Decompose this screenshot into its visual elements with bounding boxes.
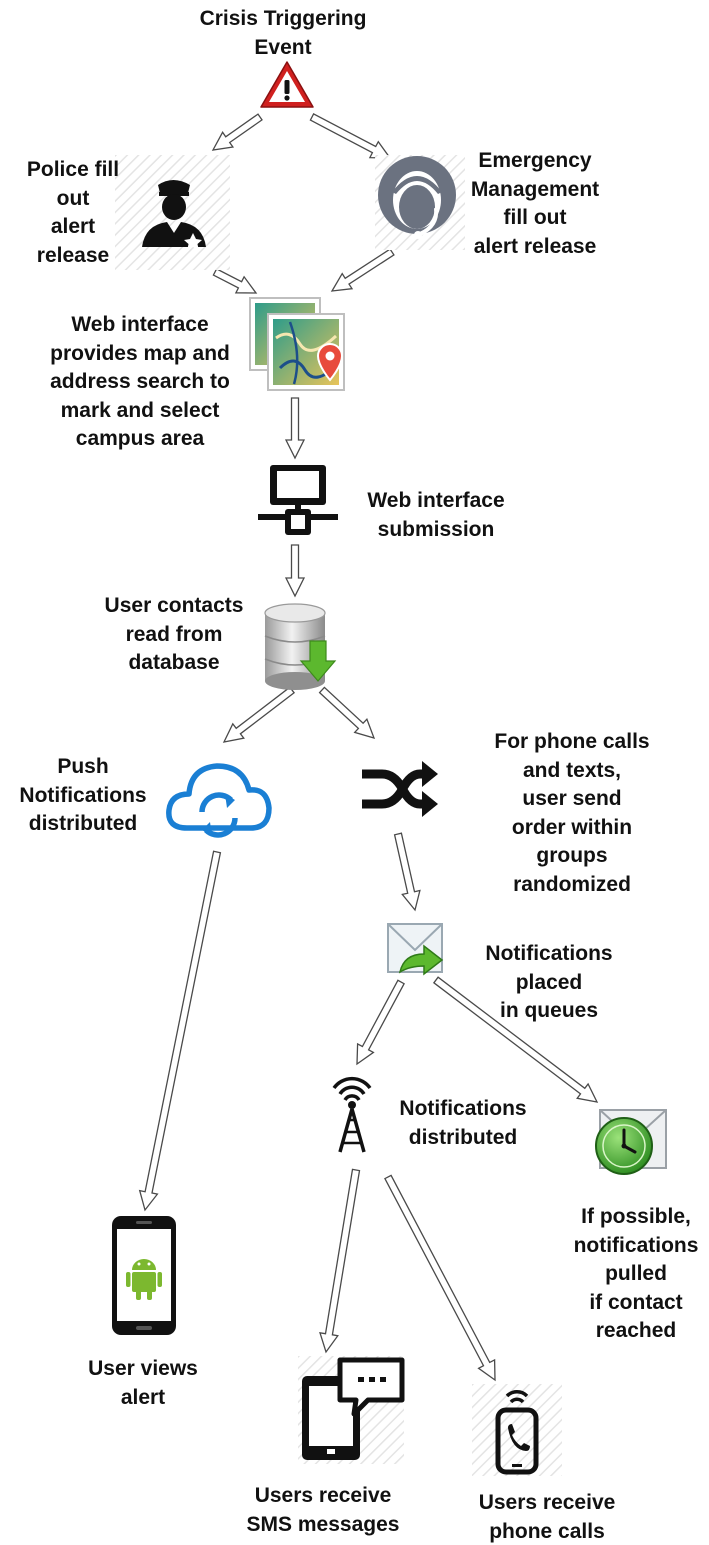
web-map-label: Web interface provides map and address s… xyxy=(50,313,230,450)
arrow-crisis-to-police xyxy=(211,113,263,151)
user-views-label: User views alert xyxy=(88,1357,198,1409)
queues-label: Notifications placed in queues xyxy=(485,942,613,1022)
arrow-web-map-to-submission xyxy=(284,397,306,460)
randomize-label: For phone calls and texts, user send ord… xyxy=(494,730,650,896)
antenna-tower-icon xyxy=(332,1076,372,1153)
emergency-management-label: Emergency Management fill out alert rele… xyxy=(470,149,600,258)
flow-arrows xyxy=(138,113,599,1382)
distributed-label: Notifications distributed xyxy=(399,1097,527,1149)
sms-label: Users receive SMS messages xyxy=(246,1484,400,1536)
phone-call-icon xyxy=(472,1384,562,1476)
pulled-label: If possible, notifications pulled if con… xyxy=(573,1205,699,1342)
arrow-queues-to-distributed xyxy=(356,979,405,1066)
android-phone-icon xyxy=(112,1216,176,1335)
arrow-submission-to-database xyxy=(284,544,306,598)
arrow-distributed-to-phone xyxy=(384,1174,496,1382)
web-submission-label: Web interface submission xyxy=(367,489,505,541)
arrow-queues-to-pulled xyxy=(432,976,599,1103)
push-label: Push Notifications distributed xyxy=(19,755,147,835)
arrow-shuffle-to-queues xyxy=(393,832,421,912)
police-label: Police fill out alert release xyxy=(26,158,120,267)
crisis-event-label: Crisis Triggering Event xyxy=(199,7,367,59)
arrow-crisis-to-emergency xyxy=(309,113,392,159)
shuffle-icon xyxy=(362,761,438,817)
email-clock-icon xyxy=(595,1109,667,1175)
arrow-database-to-push xyxy=(222,686,296,743)
database-download-icon xyxy=(264,603,337,690)
arrow-database-to-shuffle xyxy=(318,686,376,739)
map-pin-icon xyxy=(249,297,345,391)
phone-calls-label: Users receive phone calls xyxy=(478,1491,616,1543)
database-label: User contacts read from database xyxy=(104,594,244,674)
network-computer-icon xyxy=(258,465,338,535)
police-officer-icon xyxy=(115,155,230,270)
arrow-push-to-user-views xyxy=(138,850,222,1212)
arrow-emergency-to-web-map xyxy=(330,248,395,292)
headset-operator-icon xyxy=(375,155,465,250)
email-forward-icon xyxy=(387,923,444,976)
arrow-police-to-web-map xyxy=(212,268,258,294)
arrow-distributed-to-sms xyxy=(319,1168,361,1354)
sms-phone-icon xyxy=(298,1356,405,1464)
cloud-sync-icon xyxy=(166,763,272,838)
warning-icon xyxy=(260,61,314,108)
